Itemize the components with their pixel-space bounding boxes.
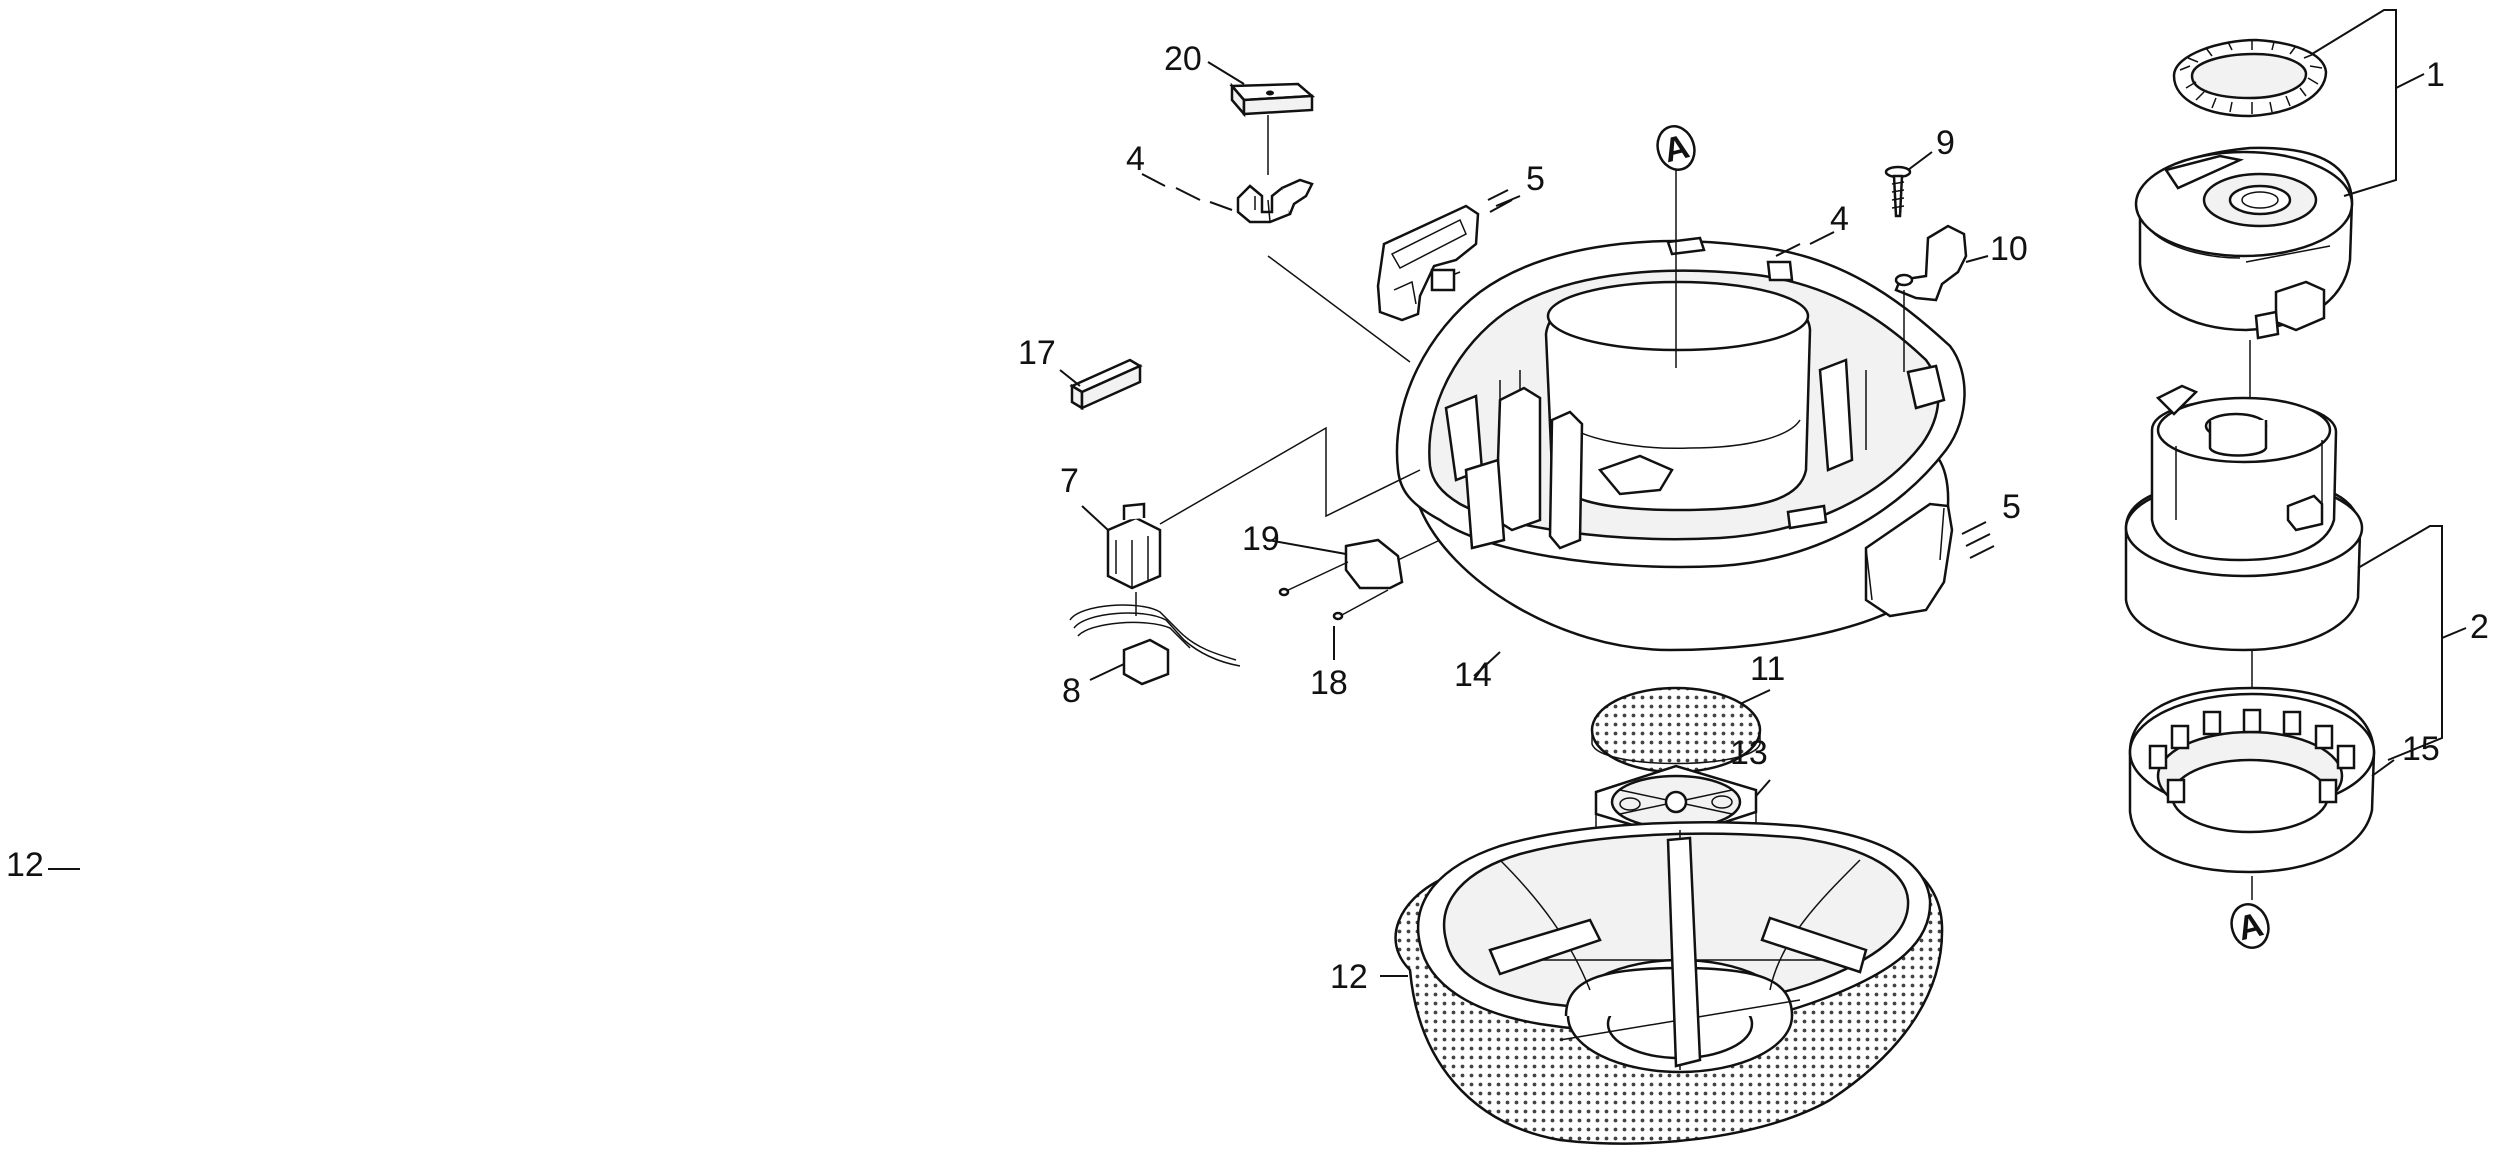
part-1-gear-ring <box>2172 38 2328 118</box>
part-5-clip-lower <box>1864 502 1954 618</box>
callout-4-left: 4 <box>1126 140 1145 178</box>
leader-4-left <box>1141 173 1233 211</box>
callout-10: 10 <box>1990 230 2028 268</box>
leader-14 <box>1473 651 1501 677</box>
callout-13: 13 <box>1730 734 1768 772</box>
leader-11 <box>1739 689 1771 705</box>
part-7-switch <box>1106 502 1162 590</box>
callout-14: 14 <box>1454 656 1492 694</box>
leader-housing-left <box>1267 255 1411 363</box>
part-15-base-ring <box>2128 686 2376 874</box>
leader-1 <box>2311 9 2425 197</box>
leader-20 <box>1207 61 1245 85</box>
leader-9 <box>1907 151 1933 171</box>
margin-leader <box>48 868 80 870</box>
callout-1: 1 <box>2426 56 2445 94</box>
callout-7: 7 <box>1060 462 1079 500</box>
margin-label-12: 12 <box>6 846 44 884</box>
part-13-holder <box>1594 764 1758 853</box>
callout-17: 17 <box>1018 334 1056 372</box>
leader-7 <box>1081 505 1109 531</box>
part-19-cover <box>1344 538 1404 590</box>
leader-17 <box>1059 369 1081 387</box>
part-2-motor <box>2124 384 2364 652</box>
leader-19-housing <box>1397 539 1441 561</box>
part-4-bracket-left <box>1236 178 1314 224</box>
callout-12: 12 <box>1330 958 1368 996</box>
callout-5-upper: 5 <box>1526 160 1545 198</box>
part-8-wire-clip <box>1069 604 1241 686</box>
leader-19 <box>1267 539 1347 555</box>
part-1-motor-cap <box>2134 146 2354 340</box>
callout-19: 19 <box>1242 520 1280 558</box>
leader-13 <box>1755 779 1771 797</box>
leader-2 <box>2357 525 2467 761</box>
callout-5-lower: 5 <box>2002 488 2021 526</box>
part-20-plate <box>1229 82 1316 118</box>
reference-mark-bottom: A <box>2230 903 2270 949</box>
part-18-screws <box>1278 561 1389 621</box>
part-12-basket-filter <box>1394 821 1944 1145</box>
leader-15 <box>2371 759 2395 777</box>
leader-5-lower <box>1961 521 1995 559</box>
leader-5-upper <box>1487 189 1521 213</box>
callout-11: 11 <box>1750 650 1785 688</box>
part-9-screw <box>1884 165 1912 218</box>
callout-18: 18 <box>1310 664 1348 702</box>
part-5-handle-upper <box>1376 204 1480 322</box>
part-14-motor-housing <box>1395 236 1966 652</box>
callout-8: 8 <box>1062 672 1081 710</box>
callout-15: 15 <box>2402 730 2440 768</box>
part-11-disc-filter <box>1590 686 1762 774</box>
leader-4-right <box>1775 231 1835 257</box>
callout-4-right: 4 <box>1830 200 1849 238</box>
callout-2: 2 <box>2470 608 2489 646</box>
leader-8 <box>1089 663 1125 681</box>
leader-10 <box>1965 255 1989 263</box>
callout-9: 9 <box>1936 124 1955 162</box>
part-17-carbon-brush <box>1069 358 1143 411</box>
reference-mark-top: A <box>1656 125 1696 171</box>
part-10-clamp <box>1894 224 1968 302</box>
leader-7-housing <box>1159 426 1421 525</box>
callout-20: 20 <box>1164 40 1202 78</box>
